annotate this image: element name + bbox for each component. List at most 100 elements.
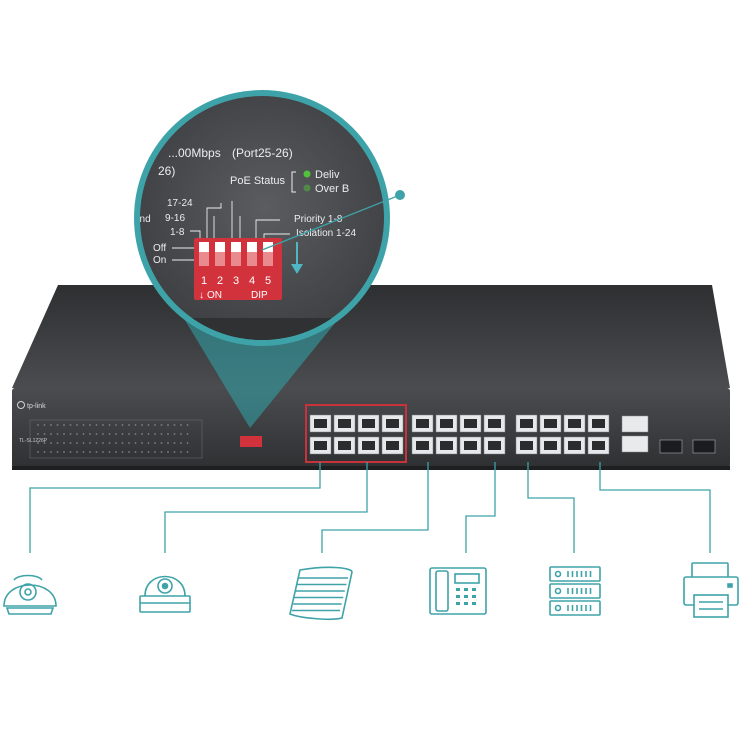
status-led <box>186 442 189 444</box>
status-led <box>89 442 91 444</box>
connection-line <box>29 462 321 553</box>
dip-group-label: 1-8 <box>170 227 185 238</box>
server-icon <box>549 566 601 616</box>
connection-line <box>321 462 429 553</box>
status-led <box>115 442 117 444</box>
status-led <box>108 433 111 435</box>
dip-group-label: Isolation 1-24 <box>296 228 356 239</box>
dip-switch[interactable]: 1 2 3 4 5 ↓ ON DIP <box>194 238 282 301</box>
status-led <box>76 433 78 435</box>
status-led <box>69 433 72 435</box>
on-label: On <box>153 255 166 266</box>
access-point-icon <box>289 566 353 621</box>
status-led <box>160 433 163 435</box>
mode-label: end <box>134 214 151 225</box>
status-led <box>56 451 59 453</box>
status-led <box>37 424 39 426</box>
status-led <box>154 433 156 435</box>
rj45-port-array <box>305 404 610 463</box>
status-led <box>50 433 52 435</box>
status-led <box>154 424 156 426</box>
status-led <box>160 424 163 426</box>
poe-status-label: PoE Status <box>230 175 286 187</box>
status-led <box>56 424 59 426</box>
status-led <box>63 433 65 435</box>
led-panel <box>29 419 203 459</box>
status-led <box>167 451 169 453</box>
callout-pointer <box>261 194 401 251</box>
uplink-ports <box>621 415 716 454</box>
status-led <box>102 442 104 444</box>
status-led <box>141 442 143 444</box>
status-led <box>180 442 182 444</box>
dip-toggle[interactable] <box>215 242 225 266</box>
status-led <box>102 451 104 453</box>
speed-label: ...00Mbps <box>168 146 221 160</box>
uplink-rj45-port[interactable] <box>621 415 649 433</box>
status-led <box>121 442 124 444</box>
status-led <box>121 424 124 426</box>
status-led <box>147 451 150 453</box>
dip-toggle[interactable] <box>247 242 257 266</box>
status-led <box>128 442 130 444</box>
dip-toggle[interactable] <box>199 242 209 266</box>
dip-switch-small[interactable] <box>240 436 262 447</box>
poe-deliver-led <box>303 170 311 178</box>
status-led <box>180 433 182 435</box>
status-led <box>108 442 111 444</box>
status-led <box>147 442 150 444</box>
status-led <box>82 442 85 444</box>
status-led <box>63 442 65 444</box>
status-led <box>173 433 176 435</box>
status-led <box>115 451 117 453</box>
zoom-detail: ...00Mbps (Port25-26) 26) PoE Status Del… <box>134 90 405 346</box>
status-led <box>180 451 182 453</box>
dip-group-label: 17-24 <box>167 198 193 209</box>
connection-line <box>164 462 368 553</box>
dip-number: 5 <box>265 275 271 287</box>
poe-plus-port-group <box>305 404 407 463</box>
status-led <box>180 424 182 426</box>
status-led <box>128 451 130 453</box>
status-led <box>141 451 143 453</box>
uplink-rj45-port[interactable] <box>621 435 649 453</box>
status-led <box>173 424 176 426</box>
on-marker: ON <box>207 290 222 301</box>
status-led <box>121 433 124 435</box>
speed-ports-label: (Port25-26) <box>232 146 293 160</box>
arrow-down-icon <box>291 242 303 274</box>
status-led <box>141 424 143 426</box>
dip-group-label: 9-16 <box>165 213 185 224</box>
status-led <box>63 424 65 426</box>
svg-text:26): 26) <box>158 164 175 178</box>
network-switch: tp-link TL-SL1226P <box>12 285 730 470</box>
status-led <box>76 451 78 453</box>
status-led <box>186 451 189 453</box>
status-led <box>167 424 169 426</box>
poe-status-item: Over B <box>315 183 349 195</box>
brand-text: tp-link <box>27 403 46 410</box>
status-led <box>43 424 46 426</box>
status-led <box>37 433 39 435</box>
security-camera-icon <box>139 575 191 613</box>
tp-link-logo: tp-link <box>17 401 46 410</box>
dip-toggle[interactable] <box>263 242 273 266</box>
dip-toggle[interactable] <box>231 242 241 266</box>
status-led <box>56 433 59 435</box>
status-led <box>147 433 150 435</box>
status-led <box>50 442 52 444</box>
status-led <box>167 433 169 435</box>
status-led <box>76 424 78 426</box>
printer-icon <box>683 562 739 618</box>
svg-text:↓: ↓ <box>199 290 204 301</box>
switch-top-panel <box>12 285 730 388</box>
sfp-port[interactable] <box>692 439 716 454</box>
status-led <box>82 433 85 435</box>
callout-dot <box>395 190 405 200</box>
dome-camera-icon <box>3 574 57 615</box>
status-led <box>89 433 91 435</box>
sfp-port[interactable] <box>659 439 683 454</box>
status-led <box>173 442 176 444</box>
status-led <box>43 451 46 453</box>
